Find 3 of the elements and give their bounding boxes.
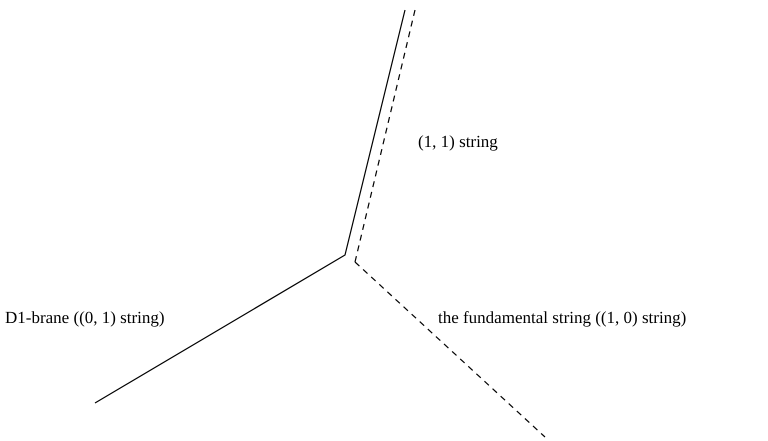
line-label: D1-brane ((0, 1) string) — [5, 308, 165, 328]
line-label: the fundamental string ((1, 0) string) — [438, 308, 686, 328]
line-label: (1, 1) string — [418, 132, 498, 152]
